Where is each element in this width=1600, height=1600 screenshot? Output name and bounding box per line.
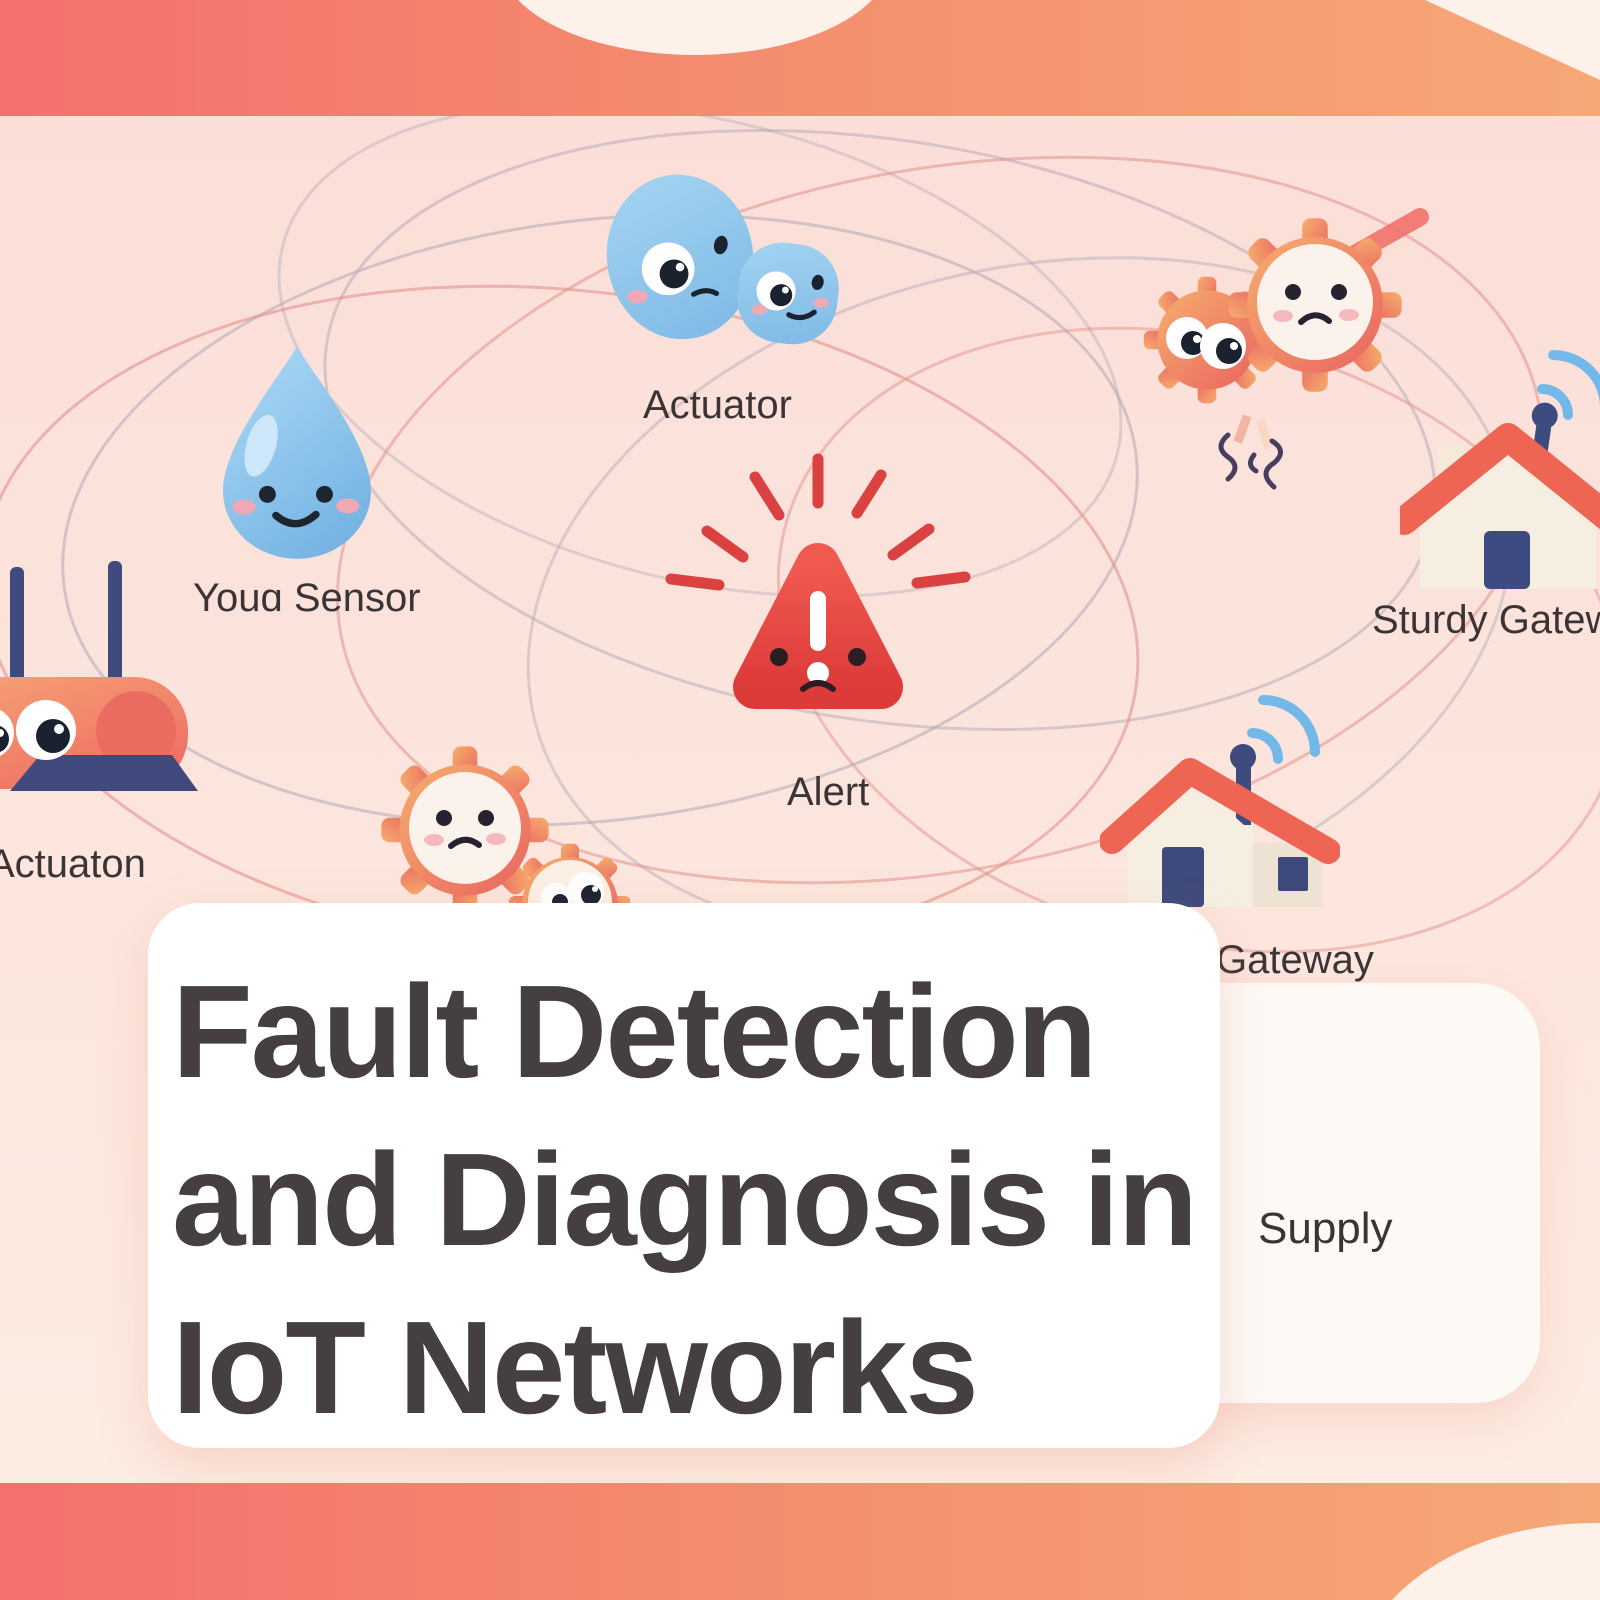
sturdy-gateway-label: Sturdy Gateway xyxy=(1372,598,1600,642)
gateway-label: Gateway xyxy=(1216,938,1374,982)
sensor-label: Youɑ Sensor xyxy=(193,576,421,620)
alert-label: Alert xyxy=(787,770,870,814)
gateway-house-icon xyxy=(1100,695,1340,907)
page-title: Fault Detection and Diagnosis in IoT Net… xyxy=(172,948,1198,1452)
wifi-icon xyxy=(1247,695,1320,764)
top-band xyxy=(0,0,1600,116)
title-line: IoT Networks xyxy=(172,1294,979,1441)
title-line: and Diagnosis in xyxy=(172,1126,1198,1273)
title-card xyxy=(148,903,1220,1448)
bottom-band xyxy=(0,1483,1600,1600)
water-drop-sensor-icon xyxy=(223,346,371,559)
top-band-notch xyxy=(500,0,890,55)
router-label: Actuaton xyxy=(0,842,146,886)
top-band-corner-wedge xyxy=(1425,0,1600,80)
sturdy-gateway-house-icon xyxy=(1400,350,1600,589)
alert-triangle-icon xyxy=(665,453,971,709)
actuator-blobs-icon xyxy=(606,174,839,345)
bottom-band-notch xyxy=(1355,1523,1600,1600)
wifi-icon xyxy=(1537,350,1600,420)
actuator-label: Actuator xyxy=(643,383,792,427)
broken-gears-icon xyxy=(1143,218,1402,490)
router-icon xyxy=(0,561,198,791)
title-line: Fault Detection xyxy=(172,958,1097,1105)
supply-label: Supply xyxy=(1258,1204,1393,1253)
broken-wire-squiggle-icon xyxy=(1218,414,1283,490)
